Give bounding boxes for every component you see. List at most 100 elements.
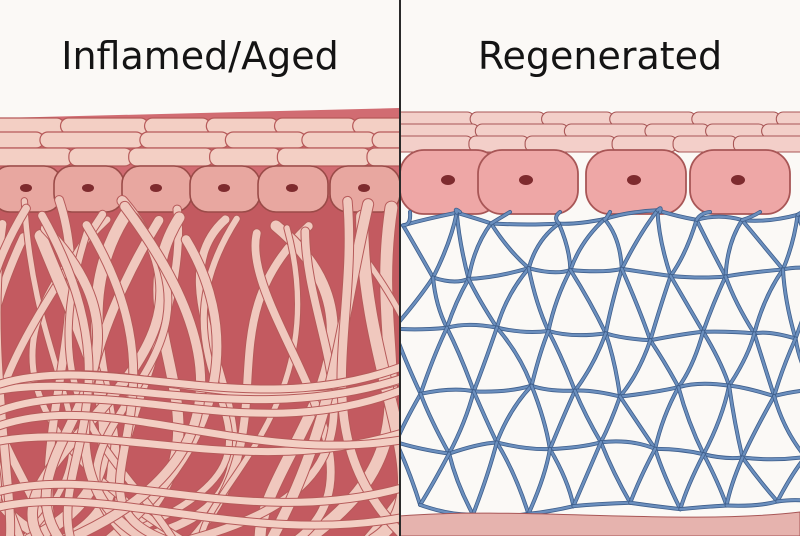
mesh-strand [489,210,512,225]
mesh-strand [796,211,800,216]
mesh-strand [495,384,533,444]
mesh-strand [569,217,606,272]
collagen-fiber [0,411,399,449]
mesh-strand [772,337,797,398]
cell-nucleus [627,175,641,185]
flat-cell [139,131,230,149]
mesh-strand [527,447,552,516]
mesh-strand [695,215,744,222]
mesh-strand [695,218,727,278]
mesh-strand [741,394,776,459]
mesh-strand [781,266,800,271]
mesh-strand [599,440,657,451]
inflamed-tissue-panel [0,108,399,536]
collagen-fiber [0,480,399,506]
mesh-strand [530,384,577,392]
mesh-strand [677,386,705,456]
mesh-strand [573,389,603,444]
mesh-strand [489,222,530,270]
basement-band [401,511,800,536]
mesh-strand [781,213,799,271]
mesh-strand [467,267,530,281]
mesh-strand [727,384,776,398]
mesh-strand [557,217,606,225]
flat-cell [68,147,134,167]
collagen-fiber [82,221,166,536]
mesh-strand [620,267,652,342]
mesh-strand [599,395,622,444]
mesh-strand [604,332,622,398]
mesh-strand [572,501,632,508]
mesh-strand [701,275,727,333]
mesh-strand [573,332,607,392]
flat-cell [209,147,282,167]
mesh-strand [454,208,462,214]
mesh-strand [649,339,680,389]
mesh-strand [701,330,756,335]
flat-cell [224,131,307,149]
mesh-strand [669,218,698,278]
mesh-strand [653,447,705,456]
mesh-strand [419,388,475,396]
mesh-strand [489,222,561,226]
mesh-strand [603,210,612,221]
cell-nucleus [150,184,162,192]
mesh-strand [677,330,705,389]
collagen-fiber [0,498,399,529]
mesh-strand [701,330,731,387]
mesh-strand [724,275,756,335]
mesh-strand [418,452,451,507]
mesh-strand [547,268,572,333]
mesh-strand [725,456,744,507]
mesh-strand [794,337,800,362]
mesh-strand [702,453,728,507]
flat-cell [128,147,215,167]
mesh-strand [772,389,800,398]
mesh-strand [653,386,680,451]
mesh-strand [495,441,552,451]
mesh-strand [677,382,731,389]
mesh-strand [447,441,498,455]
mesh-strand [419,392,451,455]
mesh-strand [472,390,498,444]
mesh-strand [741,456,800,461]
cell-nucleus [20,184,32,192]
mesh-strand [618,395,657,451]
mesh-strand [445,326,475,393]
mesh-strand [431,276,449,330]
mesh-strand [604,267,624,335]
mesh-strand [618,339,652,398]
mesh-strand [530,329,550,387]
mesh-strand [467,277,499,329]
mesh-strand [669,274,705,333]
mesh-strand [401,345,422,396]
cell-nucleus [441,175,455,185]
mesh-strand [447,390,475,455]
collagen-fiber [0,363,399,393]
mesh-strand [445,323,499,330]
mesh-strand [445,277,470,330]
mesh-strand [741,456,779,503]
mesh-strand [548,447,575,508]
mesh-strand [772,394,800,453]
mesh-strand [527,267,550,333]
mesh-strand [753,268,785,335]
mesh-strand [629,447,657,504]
collagen-fiber [0,375,399,404]
mesh-strand [702,384,731,456]
mesh-strand [727,332,756,387]
mesh-strand [656,207,662,214]
mesh-strand [527,222,561,270]
mesh-strand [753,331,797,340]
mesh-strand [604,332,652,342]
mesh-strand [419,326,449,396]
mesh-strand [431,211,458,279]
collagen-fiber [0,387,399,417]
panel-divider [399,0,401,536]
mesh-strand [679,504,728,511]
mesh-strand [603,217,624,271]
mesh-strand [695,210,712,222]
mesh-strand [401,210,412,227]
